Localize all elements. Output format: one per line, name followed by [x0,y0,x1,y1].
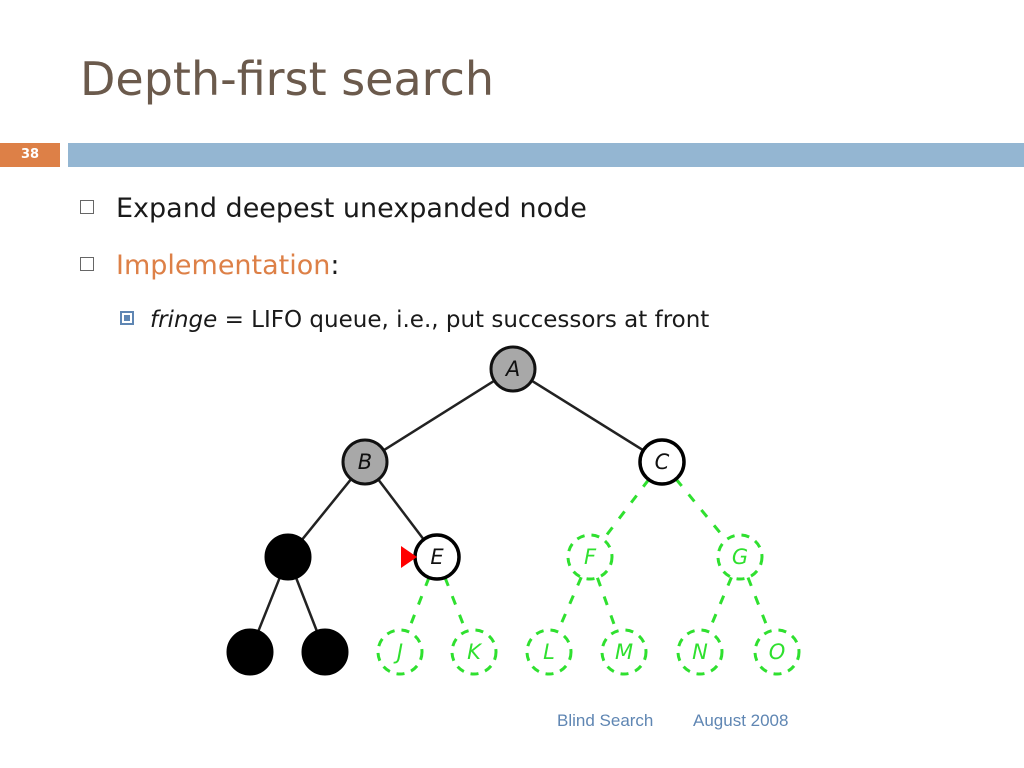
node-label: E [430,545,444,569]
node-l: L [525,628,573,676]
edge-A-C [531,379,644,452]
edge-G-O [746,576,771,633]
node-label: N [692,640,708,664]
node-label: G [732,545,748,569]
node-c: C [638,438,686,486]
node-circle [376,628,424,676]
slide-title: Depth-first search [80,52,495,106]
sub-bullet-text: = LIFO queue, i.e., put successors at fr… [217,307,710,333]
node-circle [226,628,274,676]
edge-D-H [257,576,281,633]
edge-C-G [674,478,728,541]
title-bar [68,143,1024,167]
tree-edges [257,379,771,633]
edge-F-L [556,576,583,633]
current-node-marker-icon [401,546,417,568]
node-circle [525,628,573,676]
node-j: J [376,628,424,676]
node-label: C [655,450,670,474]
edge-B-D [300,478,353,541]
fringe-term: fringe [150,307,218,333]
node-m: M [600,628,648,676]
node-circle [450,628,498,676]
edge-C-F [602,478,650,541]
node-k: K [450,628,498,676]
node-a: A [489,345,537,393]
bullet-suffix: : [330,250,340,281]
footer-date: August 2008 [693,711,789,730]
node-circle [264,533,312,581]
node-d [264,533,312,581]
node-label: M [615,640,633,664]
edge-B-E [377,478,425,541]
sub-bullet-fringe: fringe = LIFO queue, i.e., put successor… [120,307,709,333]
node-circle [301,628,349,676]
edge-D-I [294,577,319,632]
node-circle [638,438,686,486]
bullet-square-icon [80,256,94,271]
node-label: B [358,450,372,474]
node-label: O [769,640,786,664]
node-label: L [543,640,555,664]
node-label: J [393,640,403,664]
edge-E-J [406,576,431,633]
node-circle [489,345,537,393]
tree-nodes: A B C E F G J K L M N O [226,345,801,676]
node-b: B [341,438,389,486]
bullet-label: Implementation [116,250,331,281]
node-h [226,628,274,676]
edge-F-M [596,577,618,632]
node-i [301,628,349,676]
node-o: O [753,628,801,676]
edge-G-N [707,576,733,633]
edge-E-K [443,576,468,633]
slide-number: 38 [0,143,60,167]
node-label: K [467,640,483,664]
node-n: N [676,628,724,676]
bullet-implementation: Implementation: [80,250,340,281]
footer-topic: Blind Search [557,711,654,730]
node-label: F [584,545,597,569]
node-circle [753,628,801,676]
edge-A-B [382,379,496,452]
bullet-square-icon [80,199,94,214]
node-circle [566,533,614,581]
bullet-expand: Expand deepest unexpanded node [80,193,587,224]
node-e: E [401,533,461,581]
node-circle [341,438,389,486]
node-g: G [716,533,764,581]
sub-bullet-square-icon [120,310,134,325]
node-circle [676,628,724,676]
node-label: A [504,357,520,381]
bullet-text: Expand deepest unexpanded node [116,193,587,224]
node-circle [600,628,648,676]
node-f: F [566,533,614,581]
node-circle [716,533,764,581]
